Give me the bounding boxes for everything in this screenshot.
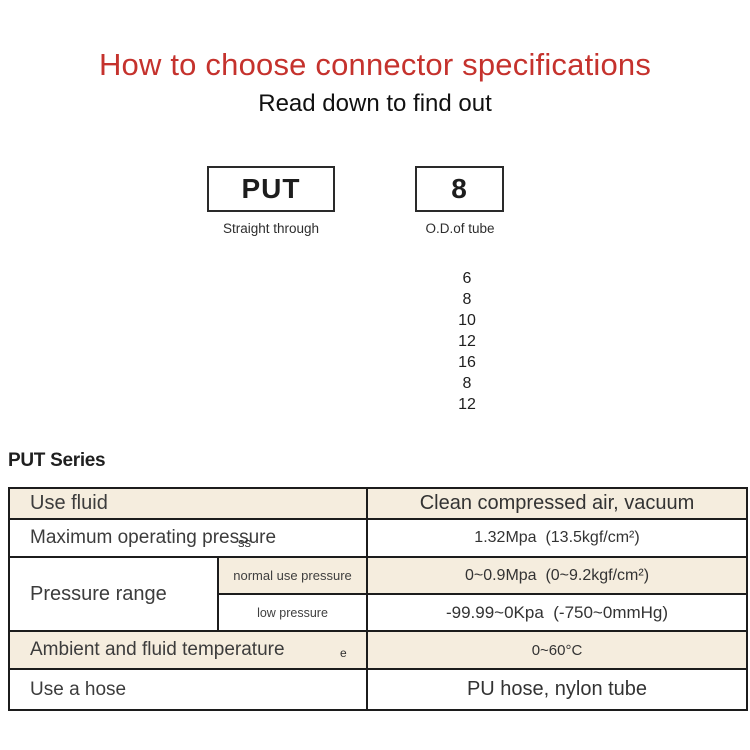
row-label-text: Ambient and fluid temperature [30, 639, 285, 660]
overlap-text-artifact: ss [238, 535, 251, 550]
row-value-use-fluid: Clean compressed air, vacuum [366, 487, 748, 520]
row-value-hose: PU hose, nylon tube [366, 668, 748, 711]
sub-label-low-pressure: low pressure [217, 593, 368, 632]
table-row-normal-pressure: Pressure range normal use pressure 0~0.9… [8, 556, 748, 632]
tube-size-option-list: 6 8 10 12 16 8 12 [407, 268, 527, 415]
model-code-box: PUT [207, 166, 335, 212]
table-row-temperature: Ambient and fluid temperature e 0~60°C [8, 630, 748, 670]
model-code-caption: Straight through [222, 221, 320, 236]
page-title: How to choose connector specifications [98, 47, 652, 82]
tube-size-caption: O.D.of tube [425, 221, 495, 236]
tube-size-option: 6 [462, 270, 472, 287]
tube-size-option: 12 [458, 396, 476, 413]
row-label-use-fluid: Use fluid [8, 487, 368, 520]
row-label-pressure-range: Pressure range [8, 556, 219, 632]
table-row-max-pressure: Maximum operating pressure ss 1.32Mpa (1… [8, 518, 748, 558]
row-label-max-pressure: Maximum operating pressure ss [8, 518, 368, 558]
table-row-low-pressure: low pressure -99.99~0Kpa (-750~0mmHg) [9, 593, 748, 632]
table-row-hose: Use a hose PU hose, nylon tube [8, 668, 748, 711]
tube-size-label: 8 [451, 173, 468, 204]
row-label-temperature: Ambient and fluid temperature e [8, 630, 368, 670]
row-value-max-pressure: 1.32Mpa (13.5kgf/cm²) [366, 518, 748, 558]
spec-table: Use fluid Clean compressed air, vacuum M… [8, 487, 748, 711]
tube-size-option: 8 [462, 291, 472, 308]
page-subtitle: Read down to find out [258, 90, 492, 117]
tube-size-option: 12 [458, 333, 476, 350]
model-code-label: PUT [241, 173, 301, 204]
overlap-text-artifact: e [340, 646, 347, 660]
row-value-normal-use-pressure: 0~0.9Mpa (0~9.2kgf/cm²) [366, 556, 748, 595]
tube-size-box: 8 [415, 166, 504, 212]
tube-size-option: 8 [462, 375, 472, 392]
tube-size-option: 16 [458, 354, 476, 371]
row-label-hose: Use a hose [8, 668, 368, 711]
sub-label-normal-use-pressure: normal use pressure [217, 556, 368, 595]
tube-size-option: 10 [458, 312, 476, 329]
series-heading: PUT Series [8, 450, 106, 471]
table-row-use-fluid: Use fluid Clean compressed air, vacuum [8, 487, 748, 520]
row-value-low-pressure: -99.99~0Kpa (-750~0mmHg) [366, 593, 748, 632]
row-value-temperature: 0~60°C [366, 630, 748, 670]
row-label-text: Maximum operating pressure [30, 527, 277, 548]
